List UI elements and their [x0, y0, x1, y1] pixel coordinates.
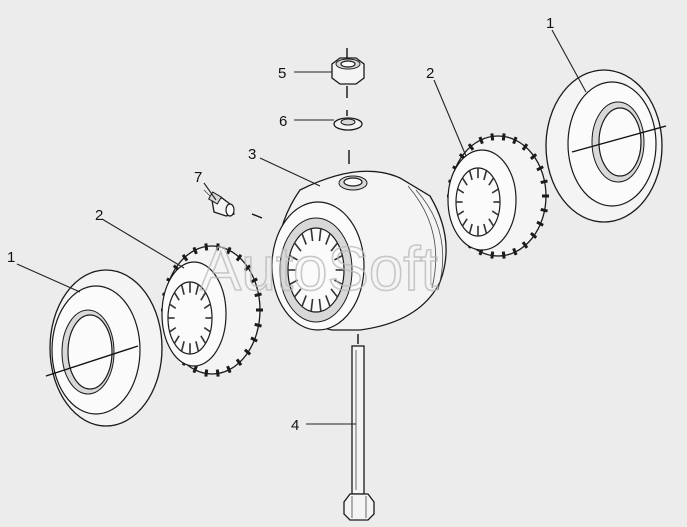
part-2-right-gear: [447, 133, 549, 259]
housing-spline: [318, 298, 322, 312]
part-5-nut: [331, 48, 365, 98]
gear-tooth: [243, 264, 252, 272]
gear-tooth: [501, 251, 506, 259]
part-7-grease-fitting: [203, 189, 263, 219]
housing-spline: [325, 233, 331, 245]
spline-tooth: [488, 177, 495, 186]
gear-tooth: [529, 232, 538, 239]
callout-1-right: 1: [546, 15, 554, 32]
gear-tooth: [521, 143, 529, 151]
callout-2-left: 2: [95, 207, 103, 224]
housing-spline: [330, 288, 339, 298]
gear-tooth: [512, 247, 518, 256]
callout-2-right: 2: [426, 65, 434, 82]
housing-spline: [293, 242, 302, 252]
callout-5: 5: [278, 65, 286, 82]
gear-tooth: [250, 336, 258, 343]
watermark-text: AutoSoft: [200, 235, 438, 304]
spline-tooth: [491, 188, 499, 194]
spline-tooth: [491, 210, 499, 216]
gear-tooth: [215, 369, 220, 377]
gear-tooth: [192, 246, 198, 255]
spline-tooth: [457, 210, 465, 216]
part-4-bolt: [343, 334, 375, 521]
spline-tooth: [483, 223, 488, 234]
spline-tooth: [203, 326, 211, 333]
spline-tooth: [483, 170, 488, 181]
spline-tooth: [468, 170, 473, 181]
spline-tooth: [173, 292, 180, 301]
gear-tooth: [254, 322, 262, 328]
gear-tooth: [226, 365, 232, 374]
housing-spline: [318, 228, 322, 242]
part-3-housing: [271, 170, 447, 331]
gear-tooth: [226, 246, 232, 255]
spline-tooth: [195, 341, 200, 352]
spline-tooth: [203, 303, 211, 310]
spline-tooth: [180, 284, 185, 295]
part-6-washer: [333, 110, 363, 164]
spline-tooth: [169, 326, 177, 333]
gear-tooth: [540, 179, 548, 185]
leader-lines: [16, 29, 587, 425]
housing-spline: [289, 254, 298, 261]
housing-spline: [293, 288, 302, 298]
housing-spline: [310, 228, 314, 242]
gear-tooth: [521, 241, 529, 249]
callout-1-left: 1: [7, 249, 15, 266]
part-1-right-cup: [545, 69, 667, 223]
spline-tooth: [468, 223, 473, 234]
part-1-left-cup: [45, 269, 163, 427]
spline-tooth: [488, 218, 495, 227]
gear-tooth: [529, 153, 538, 160]
gear-tooth: [467, 143, 475, 151]
housing-spline: [310, 298, 314, 312]
gear-tooth: [490, 133, 495, 141]
gear-tooth: [478, 136, 484, 145]
spline-tooth: [461, 218, 468, 227]
callout-4: 4: [291, 417, 299, 434]
housing-spline: [325, 295, 331, 307]
gear-tooth: [254, 292, 262, 298]
spline-tooth: [169, 303, 177, 310]
gear-tooth: [501, 133, 506, 141]
gear-tooth: [204, 369, 209, 377]
spline-tooth: [195, 284, 200, 295]
spline-tooth: [173, 335, 180, 344]
housing-spline: [289, 279, 298, 286]
spline-tooth: [180, 341, 185, 352]
gear-tooth: [181, 254, 189, 262]
gear-tooth: [235, 254, 243, 262]
spline-tooth: [457, 188, 465, 194]
gear-tooth: [250, 277, 258, 284]
gear-tooth: [235, 358, 243, 366]
spline-tooth: [200, 292, 207, 301]
spline-tooth: [461, 177, 468, 186]
part-2-left-gear: [161, 243, 263, 377]
housing-spline: [301, 295, 307, 307]
gear-tooth: [490, 251, 495, 259]
housing-spline: [330, 242, 339, 252]
gear-tooth: [215, 243, 220, 251]
gear-tooth: [540, 207, 548, 213]
gear-tooth: [204, 243, 209, 251]
gear-tooth: [243, 348, 252, 356]
gear-tooth: [536, 165, 544, 172]
callout-6: 6: [279, 113, 287, 130]
callout-7: 7: [194, 169, 202, 186]
gear-tooth: [536, 220, 544, 227]
spline-tooth: [200, 335, 207, 344]
gear-tooth: [512, 136, 518, 145]
callout-3: 3: [248, 146, 256, 163]
housing-spline: [334, 254, 343, 261]
housing-spline: [301, 233, 307, 245]
gear-tooth: [192, 365, 198, 374]
housing-spline: [334, 279, 343, 286]
